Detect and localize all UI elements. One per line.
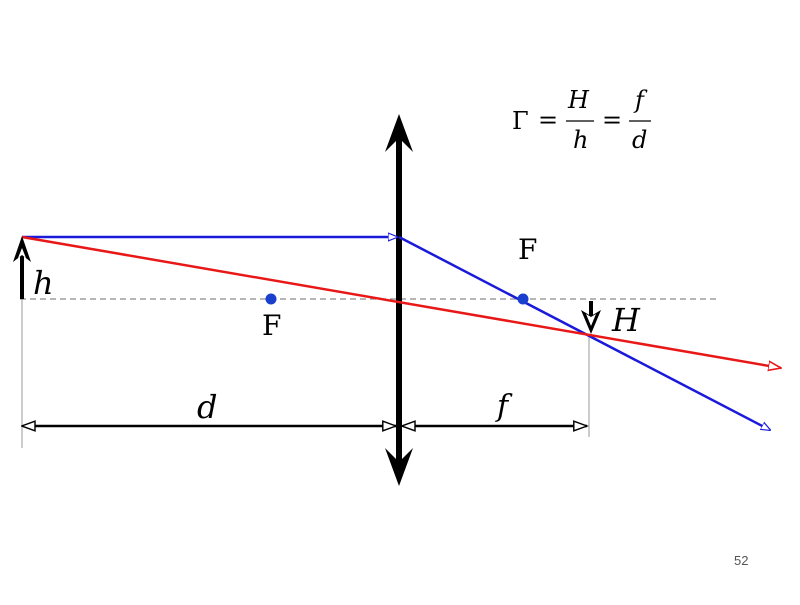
formula-equals-1: = — [538, 106, 558, 134]
object-arrow — [13, 236, 31, 299]
focus-left-label: F — [262, 309, 281, 342]
page-number: 52 — [734, 553, 748, 568]
image-height-label: H — [611, 301, 641, 339]
lens-bottom-arrowhead — [385, 448, 413, 486]
focus-right-label: F — [518, 233, 537, 266]
formula-denominator-2: d — [632, 126, 647, 154]
formula-denominator-1: h — [573, 126, 588, 154]
lens-top-arrowhead — [385, 114, 413, 152]
focus-right-dot — [517, 293, 529, 305]
image-distance-label: f — [495, 389, 513, 424]
formula-equals-2: = — [602, 106, 622, 134]
magnification-formula: Γ = H h = f d — [512, 86, 651, 154]
lens — [385, 114, 413, 486]
formula-numerator-2: f — [633, 86, 648, 114]
image-arrow — [581, 301, 601, 334]
formula-gamma: Γ — [512, 107, 529, 135]
object-height-label: h — [33, 264, 54, 302]
object-distance-label: d — [197, 388, 217, 426]
formula-numerator-1: H — [567, 86, 590, 114]
central-ray — [21, 235, 781, 368]
focus-left-dot — [265, 293, 277, 305]
